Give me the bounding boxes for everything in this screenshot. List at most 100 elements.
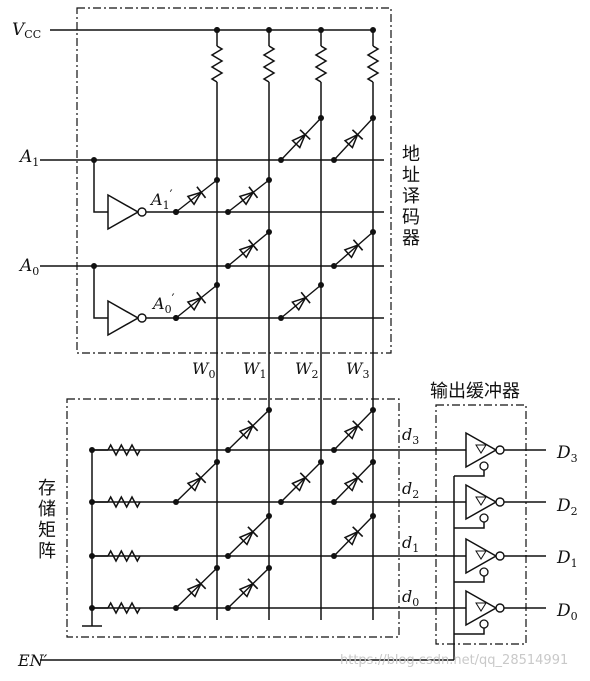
diode-lead [175,179,218,213]
junction-dot [214,282,220,288]
junction-dot [173,605,179,611]
junction-dot [370,229,376,235]
junction-dot [89,447,95,453]
components [107,117,505,629]
diode-lead [333,515,374,557]
buffer-bubble [495,551,505,561]
inverter-input [93,160,108,213]
junction-dot [331,447,337,453]
resistor [262,45,276,83]
junction-dot [173,209,179,215]
junction-dot [370,459,376,465]
junction-dot [318,27,324,33]
diode-lead [333,231,374,267]
junction-dot [225,209,231,215]
junction-dot [91,263,97,269]
diode-lead [175,567,218,609]
junction-dot [225,263,231,269]
enable-lead [454,470,485,477]
resistor [107,601,141,615]
junction-dot [266,513,272,519]
a1-not-label: A1′ [149,188,173,212]
junction-dot [266,27,272,33]
junction-dot [89,605,95,611]
output-label-d0: D0 [556,601,578,623]
junction-dot [266,229,272,235]
diode-lead [280,461,322,503]
junction-dot [278,157,284,163]
junction-dot [278,315,284,321]
diode-lead [227,231,270,267]
output-buffer [465,431,498,469]
inverter [107,193,140,231]
output-buffer [465,483,498,521]
output-label-d1: D1 [556,548,578,570]
matrix-title: 存储矩阵 [38,478,56,562]
junction-dot [278,499,284,505]
enable-bubble [479,619,489,629]
word-line-label-w1: W1 [243,359,266,381]
junction-dot [318,459,324,465]
diode-lead [227,515,270,557]
resistor [314,45,328,83]
output-buffer [465,537,498,575]
junction-dot [214,177,220,183]
junction-dot [331,263,337,269]
diode-lead [333,409,374,451]
junction-dot [318,282,324,288]
diode-lead [280,117,322,161]
junction-dot [173,315,179,321]
junction-dot [318,115,324,121]
bit-line-label-d1: d1 [402,533,419,555]
bit-line-label-d0: d0 [402,587,419,609]
enable-bubble [479,513,489,523]
decoder-title: 地址译码器 [402,144,420,249]
junction-dot [370,27,376,33]
diode-lead [333,117,374,161]
labels: VCC A1 A0 A1′ A0′ W0 W1 W2 W3 d3 d2 d1 d… [12,20,578,670]
junction-dot [214,565,220,571]
word-line-label-w3: W3 [346,359,369,381]
buffer-mark [475,602,487,612]
block-outlines [66,7,527,645]
junction-dot [214,459,220,465]
enable-lead [454,628,485,635]
junction-dot [266,407,272,413]
output-label-d2: D2 [556,496,578,518]
junction-dot [225,605,231,611]
buffer-bubble [495,603,505,613]
diode-lead [280,284,322,319]
buffer-bubble [495,497,505,507]
decoder-outline [76,7,392,354]
inverter-bubble [137,207,147,217]
resistor [107,549,141,563]
word-line-label-w0: W0 [192,359,215,381]
a0-not-label: A0′ [151,292,175,316]
junction-dot [225,553,231,559]
enable-bubble [479,461,489,471]
inverter-bubble [137,313,147,323]
enable-lead [454,576,485,583]
word-line-label-w2: W2 [295,359,318,381]
junction-dot [331,499,337,505]
wires [40,29,546,661]
buffer-mark [475,496,487,506]
junction-dot [266,177,272,183]
inverter [107,299,140,337]
resistor [210,45,224,83]
junction-dot [173,499,179,505]
diode-lead [227,409,270,451]
buffer-bubble [495,445,505,455]
junction-dot [91,157,97,163]
buffer-title: 输出缓冲器 [430,381,520,402]
junction-dot [370,115,376,121]
resistor [366,45,380,83]
buffer-outline [435,404,527,645]
inverter-input [93,266,108,319]
vcc-label: VCC [12,20,41,41]
junction-dot [370,407,376,413]
diode-lead [175,284,218,319]
diode-lead [333,461,374,503]
